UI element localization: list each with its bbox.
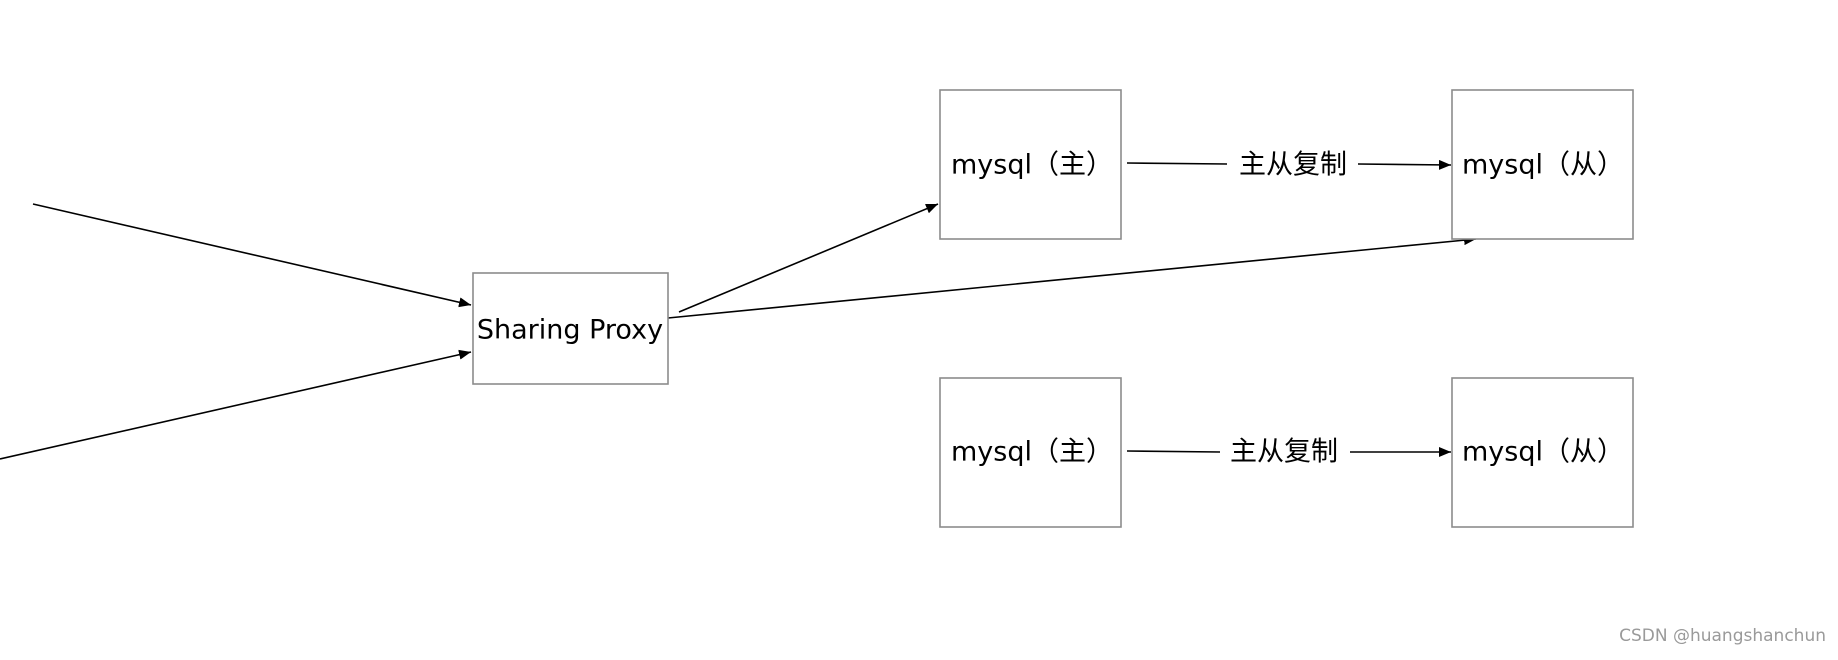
replication1-label: 主从复制 [1239,150,1347,181]
replication1-edge-right [1357,159,1452,170]
slave2-node-label: mysql（从） [1462,437,1624,468]
incoming-edge-top [32,203,472,308]
proxy-node-label: Sharing Proxy [477,315,663,346]
master1-node-label: mysql（主） [951,150,1113,181]
slave1-node-label: mysql（从） [1462,150,1624,181]
proxy-to-slave1-edge [667,235,1477,319]
proxy-node: Sharing Proxy [472,272,669,385]
replication2-edge-left [1126,450,1221,453]
master1-node: mysql（主） [939,89,1122,240]
slave2-node: mysql（从） [1451,377,1634,528]
replication1-edge-left [1126,162,1228,165]
proxy-to-master1-edge [678,203,939,313]
master2-node-label: mysql（主） [951,437,1113,468]
master2-node: mysql（主） [939,377,1122,528]
slave1-node: mysql（从） [1451,89,1634,240]
watermark: CSDN @huangshanchun [1619,626,1826,646]
replication2-label: 主从复制 [1230,437,1338,468]
incoming-edge-bottom [0,349,472,460]
